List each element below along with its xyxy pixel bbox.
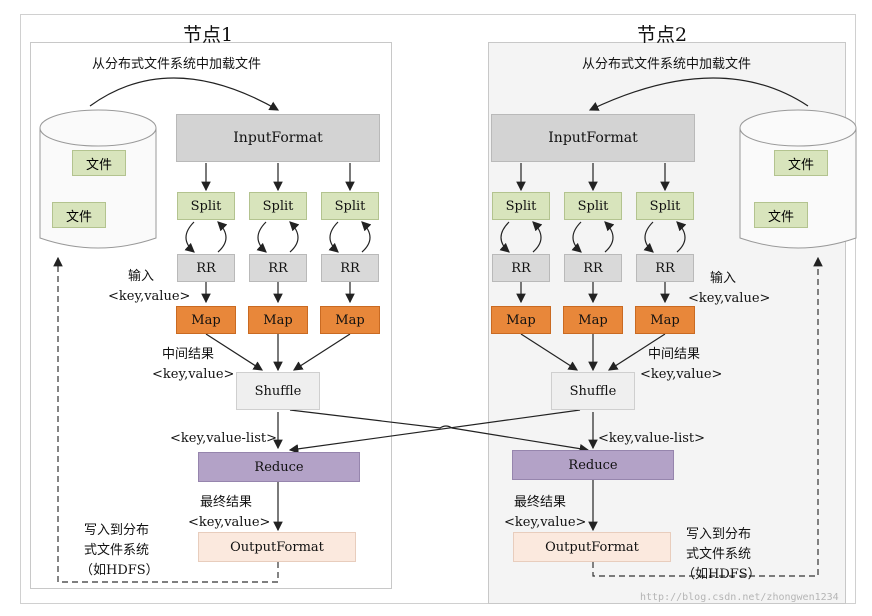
node2-shuffle: Shuffle bbox=[551, 372, 635, 410]
node2-map-1: Map bbox=[491, 306, 551, 334]
node2-rr-3: RR bbox=[636, 254, 694, 282]
node2-rr-2: RR bbox=[564, 254, 622, 282]
node1-map-3: Map bbox=[320, 306, 380, 334]
node2-value-list-label: <key,value-list> bbox=[598, 431, 706, 446]
node2-split-3: Split bbox=[636, 192, 694, 220]
node2-write-label-3: （如HDFS） bbox=[682, 567, 761, 582]
node2-map-3: Map bbox=[635, 306, 695, 334]
node1-file-2: 文件 bbox=[52, 202, 106, 228]
node2-split-2: Split bbox=[564, 192, 622, 220]
node1-rr-2: RR bbox=[249, 254, 307, 282]
node2-mid-kv: <key,value> bbox=[640, 367, 723, 382]
node1-input-kv: <key,value> bbox=[108, 289, 191, 304]
node1-map-2: Map bbox=[248, 306, 308, 334]
node2-split-1: Split bbox=[492, 192, 550, 220]
node1-reduce: Reduce bbox=[198, 452, 360, 482]
node2-input-label: 输入 bbox=[710, 271, 737, 286]
node2-map-2: Map bbox=[563, 306, 623, 334]
node1-split-3: Split bbox=[321, 192, 379, 220]
node2-write-label-2: 式文件系统 bbox=[686, 547, 752, 562]
node1-rr-3: RR bbox=[321, 254, 379, 282]
node2-input-kv: <key,value> bbox=[688, 291, 771, 306]
node2-mid-label: 中间结果 bbox=[648, 347, 701, 362]
node1-write-label-2: 式文件系统 bbox=[84, 543, 150, 558]
node2-title: 节点2 bbox=[636, 24, 688, 46]
node1-rr-1: RR bbox=[177, 254, 235, 282]
node1-map-1: Map bbox=[176, 306, 236, 334]
node2-input-format: InputFormat bbox=[491, 114, 695, 162]
node1-input-label: 输入 bbox=[128, 269, 155, 284]
node1-mid-label: 中间结果 bbox=[162, 347, 215, 362]
node2-final-label: 最终结果 bbox=[514, 495, 567, 510]
node2-rr-1: RR bbox=[492, 254, 550, 282]
node2-load-label: 从分布式文件系统中加载文件 bbox=[582, 57, 752, 72]
node1-final-kv: <key,value> bbox=[188, 515, 271, 530]
watermark: http://blog.csdn.net/zhongwen1234 bbox=[640, 592, 839, 603]
node1-final-label: 最终结果 bbox=[200, 495, 253, 510]
node1-mid-kv: <key,value> bbox=[152, 367, 235, 382]
node2-reduce: Reduce bbox=[512, 450, 674, 480]
node1-file-1: 文件 bbox=[72, 150, 126, 176]
node1-shuffle: Shuffle bbox=[236, 372, 320, 410]
node2-file-1: 文件 bbox=[774, 150, 828, 176]
node1-title: 节点1 bbox=[182, 24, 234, 46]
node2-final-kv: <key,value> bbox=[504, 515, 587, 530]
node1-split-2: Split bbox=[249, 192, 307, 220]
node1-write-label-3: （如HDFS） bbox=[80, 563, 159, 578]
node1-load-label: 从分布式文件系统中加载文件 bbox=[92, 57, 262, 72]
node1-value-list-label: <key,value-list> bbox=[170, 431, 278, 446]
node1-write-label-1: 写入到分布 bbox=[84, 523, 150, 538]
node1-output-format: OutputFormat bbox=[198, 532, 356, 562]
node2-output-format: OutputFormat bbox=[513, 532, 671, 562]
node1-input-format: InputFormat bbox=[176, 114, 380, 162]
node1-split-1: Split bbox=[177, 192, 235, 220]
node2-file-2: 文件 bbox=[754, 202, 808, 228]
node2-write-label-1: 写入到分布 bbox=[686, 527, 752, 542]
